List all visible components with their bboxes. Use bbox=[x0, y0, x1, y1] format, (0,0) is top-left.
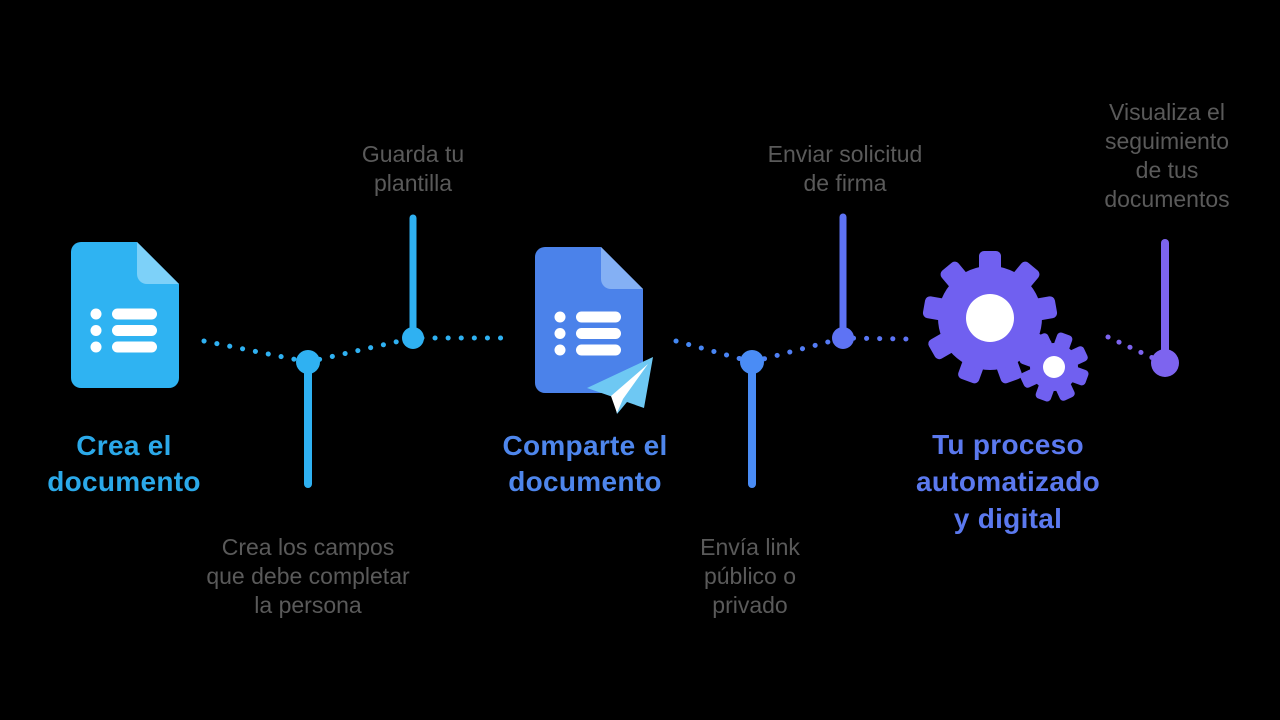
milestone-label-create-fields: Crea los campos que debe completar la pe… bbox=[186, 533, 430, 620]
milestone-marker-track-documents bbox=[1151, 239, 1179, 377]
label-line: seguimiento bbox=[1104, 128, 1230, 154]
label-line: Visualiza el bbox=[1109, 99, 1225, 125]
dotted-line-segment-2 bbox=[673, 335, 909, 365]
milestone-dot bbox=[740, 350, 764, 374]
label-line: público o bbox=[703, 563, 797, 589]
label-line: de firma bbox=[803, 170, 887, 196]
milestone-dot bbox=[402, 327, 424, 349]
label-line: que debe completar bbox=[206, 563, 410, 589]
milestone-label-track-documents: Visualiza el seguimiento de tus document… bbox=[1072, 98, 1262, 214]
step-label-share-document: Comparte el documento bbox=[478, 428, 692, 500]
label-line: y digital bbox=[953, 503, 1063, 534]
milestone-marker-create-fields bbox=[296, 350, 320, 488]
milestone-marker-save-template bbox=[402, 214, 424, 349]
milestone-dot bbox=[832, 327, 854, 349]
label-line: documento bbox=[508, 466, 662, 497]
dotted-line-segment-1 bbox=[201, 335, 513, 365]
milestone-label-save-template: Guarda tu plantilla bbox=[318, 140, 508, 198]
milestone-label-send-link: Envía link público o privado bbox=[653, 533, 847, 620]
document-form-icon bbox=[71, 242, 179, 388]
label-line: plantilla bbox=[374, 170, 452, 196]
form-lines bbox=[554, 311, 621, 356]
label-line: Crea el bbox=[76, 430, 172, 461]
milestone-dot bbox=[1151, 349, 1179, 377]
label-line: Crea los campos bbox=[221, 534, 395, 560]
label-line: la persona bbox=[254, 592, 362, 618]
label-line: Guarda tu bbox=[361, 141, 465, 167]
step-label-automated-process: Tu proceso automatizado y digital bbox=[878, 426, 1138, 537]
folded-corner bbox=[601, 247, 643, 289]
milestone-marker-send-signature-request bbox=[832, 213, 854, 349]
label-line: automatizado bbox=[915, 466, 1101, 497]
gear-small bbox=[1019, 332, 1089, 402]
label-line: Envía link bbox=[700, 534, 800, 560]
label-line: documento bbox=[47, 466, 201, 497]
milestone-label-send-signature-request: Enviar solicitud de firma bbox=[730, 140, 960, 198]
gears-icon bbox=[922, 251, 1089, 402]
milestone-marker-send-link bbox=[740, 350, 764, 488]
label-line: documentos bbox=[1104, 186, 1230, 212]
step-label-create-document: Crea el documento bbox=[14, 428, 234, 500]
paper-plane-icon bbox=[587, 357, 653, 414]
form-lines bbox=[90, 308, 157, 353]
gear-large bbox=[922, 251, 1058, 384]
label-line: Tu proceso bbox=[932, 429, 1084, 460]
label-line: de tus bbox=[1135, 157, 1199, 183]
label-line: Comparte el bbox=[502, 430, 668, 461]
dotted-line-segment-3 bbox=[1105, 334, 1156, 361]
label-line: Enviar solicitud bbox=[767, 141, 923, 167]
folded-corner bbox=[137, 242, 179, 284]
document-send-icon bbox=[535, 247, 653, 414]
label-line: privado bbox=[712, 592, 788, 618]
milestone-dot bbox=[296, 350, 320, 374]
